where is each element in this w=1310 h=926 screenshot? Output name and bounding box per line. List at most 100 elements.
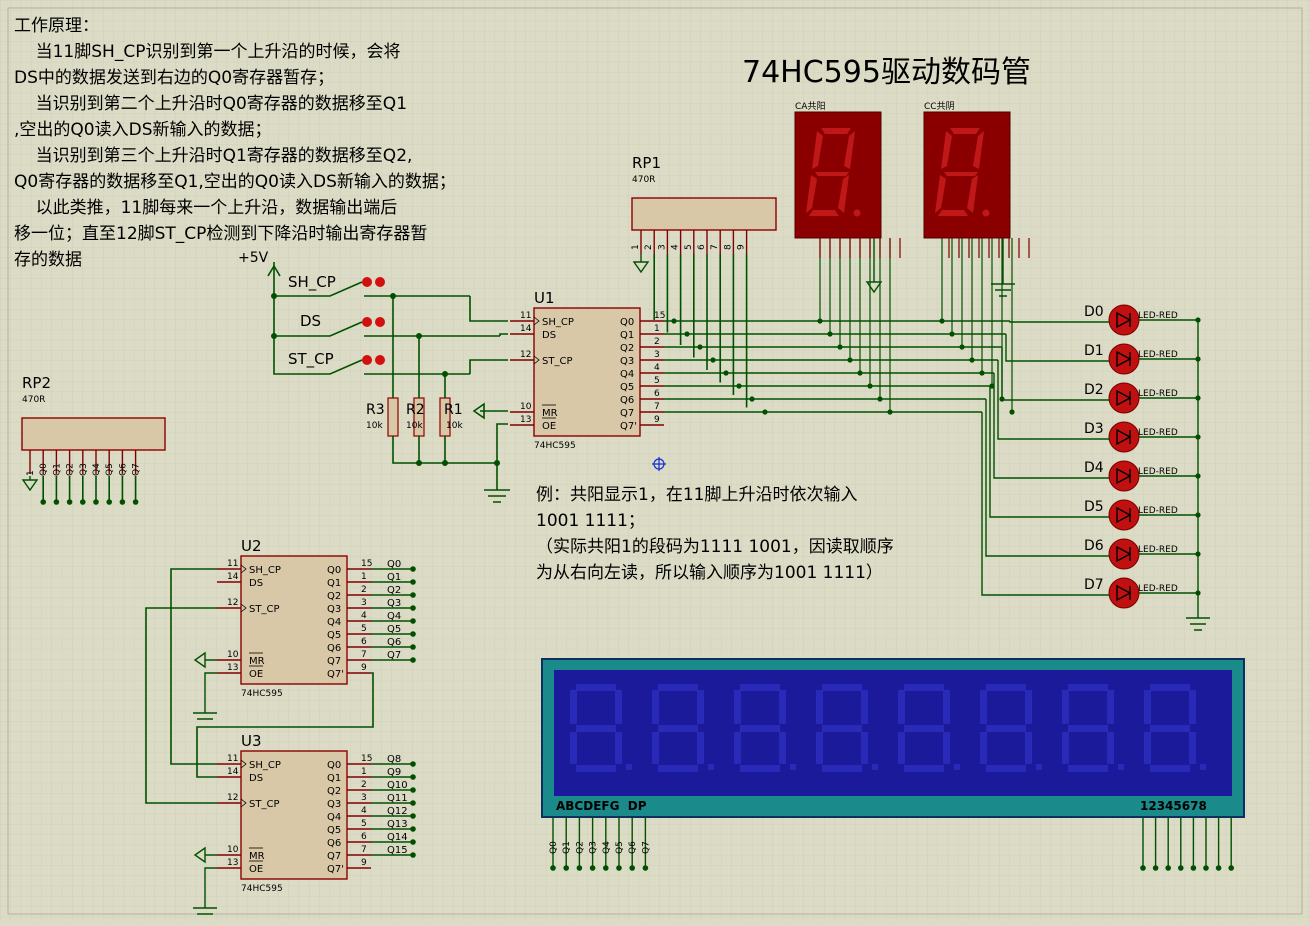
led-type: LED-RED bbox=[1138, 545, 1178, 555]
led-type: LED-RED bbox=[1138, 584, 1178, 594]
pin-name: OE bbox=[249, 864, 263, 875]
switch-button-icon[interactable] bbox=[375, 277, 385, 287]
note-line: 移一位；直至12脚ST_CP检测到下降沿时输出寄存器暂 bbox=[14, 224, 427, 244]
net-label: Q11 bbox=[387, 793, 408, 804]
pin-name: MR bbox=[249, 656, 265, 667]
pin-name: ST_CP bbox=[249, 799, 279, 810]
pin-number: 14 bbox=[520, 324, 532, 334]
rp2-resistor-pack: RP2 470R bbox=[21, 374, 166, 451]
pin-number: 9 bbox=[361, 858, 367, 868]
seven-segment-display: CC共阴 bbox=[923, 101, 1030, 258]
pin-name: Q1 bbox=[620, 330, 634, 341]
net-label: Q15 bbox=[387, 845, 408, 856]
pin-number: 6 bbox=[361, 637, 367, 647]
led-ref: D7 bbox=[1084, 577, 1104, 593]
net-label: Q13 bbox=[387, 819, 408, 830]
rp1-pin: 7 bbox=[710, 244, 720, 250]
net-label: Q0 bbox=[387, 559, 401, 570]
rp1-pin: 4 bbox=[671, 244, 681, 250]
rp2-pin: Q2 bbox=[66, 463, 76, 476]
net-label: Q6 bbox=[387, 637, 401, 648]
pin-number: 7 bbox=[361, 845, 367, 855]
rp1-ref: RP1 bbox=[632, 154, 661, 172]
example-notes: 例：共阳显示1，在11脚上升沿时依次输入 1001 1111； （实际共阳1的段… bbox=[536, 485, 894, 583]
lcd-seg-net: Q1 bbox=[562, 841, 572, 854]
net-label: Q8 bbox=[387, 754, 401, 765]
switch-ds[interactable]: DS bbox=[273, 296, 500, 337]
pin-number: 5 bbox=[654, 376, 660, 386]
switch-st-cp[interactable]: ST_CP bbox=[273, 336, 470, 375]
net-label: Q1 bbox=[387, 572, 401, 583]
note-line: 为从右向左读，所以输入顺序为1001 1111） bbox=[536, 563, 883, 583]
rp2-pin: Q5 bbox=[105, 463, 115, 476]
pin-number: 2 bbox=[361, 585, 367, 595]
switch-label: SH_CP bbox=[288, 273, 336, 292]
net-label: Q4 bbox=[387, 611, 401, 622]
pin-name: DS bbox=[542, 330, 556, 341]
led-type: LED-RED bbox=[1138, 467, 1178, 477]
switch-button-icon[interactable] bbox=[362, 355, 372, 365]
pin-number: 1 bbox=[361, 767, 367, 777]
pin-name: Q4 bbox=[620, 369, 634, 380]
chip-u2[interactable]: U274HC59511SH_CP14DS12ST_CP10MR13OE15Q01… bbox=[193, 537, 416, 720]
rp1-pin: 8 bbox=[723, 244, 733, 250]
note-line: （实际共阳1的段码为1111 1001，因读取顺序 bbox=[536, 537, 894, 557]
pin-number: 9 bbox=[654, 415, 660, 425]
rp2-pin: Q1 bbox=[52, 463, 62, 476]
resistor-value: 10k bbox=[366, 421, 383, 431]
pin-number: 9 bbox=[361, 663, 367, 673]
switch-button-icon[interactable] bbox=[375, 317, 385, 327]
led-d4: D4 LED-RED bbox=[993, 373, 1201, 492]
resistor-value: 10k bbox=[446, 421, 463, 431]
rp2-pin: Q0 bbox=[39, 463, 49, 476]
rp2-pin: Q4 bbox=[92, 463, 102, 476]
pin-number: 15 bbox=[654, 311, 665, 321]
switch-button-icon[interactable] bbox=[375, 355, 385, 365]
chip-u1[interactable]: U174HC59511SH_CP14DS12ST_CP10MR13OE15Q01… bbox=[510, 289, 665, 451]
pin-name: Q7' bbox=[620, 421, 637, 432]
lcd-seg-net: Q7 bbox=[641, 841, 651, 854]
lcd-seg-net: Q0 bbox=[549, 841, 559, 854]
pin-name: DS bbox=[249, 773, 263, 784]
pin-number: 1 bbox=[654, 324, 660, 334]
lcd-digit bbox=[652, 684, 714, 772]
seven-segment-display: CA共阳 bbox=[794, 101, 901, 258]
pin-name: Q6 bbox=[327, 643, 341, 654]
lcd-digit bbox=[734, 684, 796, 772]
pin-name: Q1 bbox=[327, 578, 341, 589]
rp1-pin: 6 bbox=[697, 244, 707, 250]
switch-button-icon[interactable] bbox=[362, 277, 372, 287]
pin-number: 7 bbox=[654, 402, 660, 412]
pin-name: Q5 bbox=[620, 382, 634, 393]
pin-number: 13 bbox=[520, 415, 531, 425]
pin-name: ST_CP bbox=[249, 604, 279, 615]
resistor-value: 10k bbox=[406, 421, 423, 431]
note-line: 以此类推，11脚每来一个上升沿，数据输出端后 bbox=[14, 198, 397, 218]
chip-u3[interactable]: U374HC59511SH_CP14DS12ST_CP10MR13OE15Q01… bbox=[193, 732, 416, 915]
led-ref: D2 bbox=[1084, 382, 1104, 398]
rp1-pin: 1 bbox=[631, 244, 641, 250]
pin-name: Q0 bbox=[327, 760, 341, 771]
net-label: Q10 bbox=[387, 780, 408, 791]
pin-number: 6 bbox=[654, 389, 660, 399]
rp1-pin: 5 bbox=[684, 244, 694, 250]
pin-number: 10 bbox=[227, 845, 239, 855]
lcd-seg-net: Q3 bbox=[589, 841, 599, 854]
switch-label: DS bbox=[300, 312, 321, 330]
pulldown-resistors: R3 10k R2 10k R1 10k bbox=[271, 293, 500, 466]
led-ref: D4 bbox=[1084, 460, 1104, 476]
switch-sh-cp[interactable]: SH_CP bbox=[274, 273, 470, 297]
pin-name: Q3 bbox=[327, 799, 341, 810]
note-line: Q0寄存器的数据移至Q1,空出的Q0读入DS新输入的数据； bbox=[14, 172, 456, 192]
lcd-digit bbox=[1062, 684, 1124, 772]
pin-number: 6 bbox=[361, 832, 367, 842]
rp1-resistor-pack: RP1 470R bbox=[631, 154, 777, 231]
switch-button-icon[interactable] bbox=[362, 317, 372, 327]
note-line: 例：共阳显示1，在11脚上升沿时依次输入 bbox=[536, 485, 857, 505]
pin-number: 11 bbox=[520, 311, 531, 321]
pin-name: Q5 bbox=[327, 825, 341, 836]
chip-ref: U3 bbox=[241, 732, 262, 750]
lcd-digit bbox=[816, 684, 878, 772]
